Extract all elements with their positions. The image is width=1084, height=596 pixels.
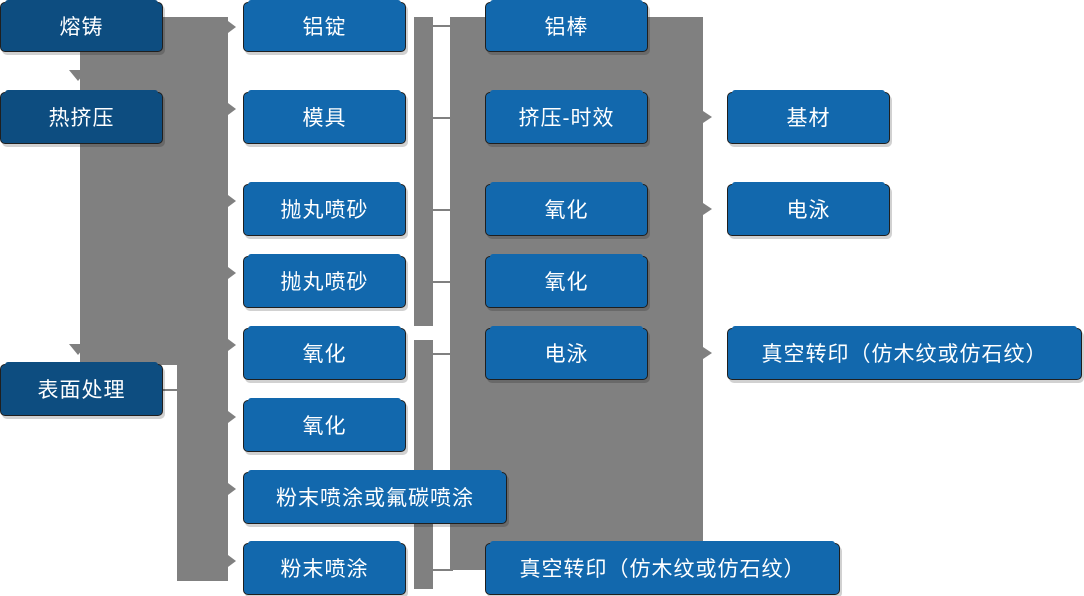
operation-label-6: 真空转印（仿木纹或仿石纹） [519, 557, 806, 581]
box-cap [732, 182, 885, 186]
connector-arrow-to-col4-1 [703, 111, 712, 123]
connector-arrow-to-col4-3 [703, 347, 712, 359]
operation-box-1[interactable]: 铝棒 [485, 0, 648, 52]
connector-arrow-to-col4-2 [703, 203, 712, 215]
connector-left-bus-upper [80, 17, 228, 365]
input-box-6[interactable]: 氧化 [243, 398, 406, 452]
connector-arrow-to-col2-6 [224, 408, 236, 426]
connector-stage3-stub [163, 389, 185, 391]
box-cap [248, 90, 401, 94]
box-cap [248, 398, 401, 402]
input-label-4: 抛丸喷砂 [280, 270, 369, 294]
connector-arrow-to-col2-7 [224, 480, 236, 498]
connector-mid-tick-5 [431, 353, 453, 355]
input-box-4[interactable]: 抛丸喷砂 [243, 254, 406, 308]
operation-label-2: 挤压-时效 [518, 106, 615, 130]
output-label-3: 真空转印（仿木纹或仿石纹） [761, 342, 1048, 366]
connector-mid-tick-6 [431, 569, 453, 571]
input-box-5[interactable]: 氧化 [243, 326, 406, 380]
operation-box-4[interactable]: 氧化 [485, 254, 648, 308]
box-cap [248, 182, 401, 186]
stage-box-1[interactable]: 熔铸 [0, 0, 163, 52]
stage-box-2[interactable]: 热挤压 [0, 90, 163, 144]
operation-box-2[interactable]: 挤压-时效 [485, 90, 648, 144]
connector-left-bus-lower [177, 365, 228, 581]
output-box-2[interactable]: 电泳 [727, 182, 890, 236]
connector-arrow-to-col2-4 [224, 264, 236, 282]
box-cap [732, 90, 885, 94]
stage-box-3[interactable]: 表面处理 [0, 362, 163, 416]
connector-mid-tick-3 [431, 209, 453, 211]
output-label-1: 基材 [786, 106, 831, 130]
input-label-6: 氧化 [302, 414, 347, 438]
input-label-1: 铝锭 [302, 15, 347, 39]
connector-arrow-to-col2-5 [224, 336, 236, 354]
input-box-7[interactable]: 粉末喷涂或氟碳喷涂 [243, 470, 507, 524]
operation-label-4: 氧化 [544, 270, 589, 294]
operation-label-5: 电泳 [544, 342, 589, 366]
input-box-8[interactable]: 粉末喷涂 [243, 541, 406, 595]
operation-box-3[interactable]: 氧化 [485, 182, 648, 236]
connector-mid-tick-4 [431, 281, 453, 283]
input-label-2: 模具 [302, 106, 347, 130]
connector-arrow-to-col2-2 [224, 100, 236, 118]
box-cap [248, 254, 401, 258]
connector-arrow-to-col2-3 [224, 192, 236, 210]
operation-box-6[interactable]: 真空转印（仿木纹或仿石纹） [485, 541, 840, 595]
input-label-8: 粉末喷涂 [280, 557, 369, 581]
box-cap [248, 541, 401, 545]
connector-mid-rail-lower [414, 340, 433, 589]
box-cap [732, 326, 1077, 330]
box-cap [248, 326, 401, 330]
input-box-3[interactable]: 抛丸喷砂 [243, 182, 406, 236]
operation-label-1: 铝棒 [544, 15, 589, 39]
output-box-1[interactable]: 基材 [727, 90, 890, 144]
input-label-5: 氧化 [302, 342, 347, 366]
input-box-2[interactable]: 模具 [243, 90, 406, 144]
box-cap [248, 0, 401, 4]
input-box-1[interactable]: 铝锭 [243, 0, 406, 52]
stage-label-2: 热挤压 [48, 106, 115, 130]
connector-arrow-stage1-stage2 [69, 70, 87, 81]
connector-arrow-stage2-stage3 [69, 344, 87, 355]
operation-label-3: 氧化 [544, 198, 589, 222]
connector-mid-rail-upper [414, 17, 433, 326]
stage-label-1: 熔铸 [59, 15, 104, 39]
box-cap [490, 0, 643, 4]
output-box-3[interactable]: 真空转印（仿木纹或仿石纹） [727, 326, 1082, 380]
connector-arrow-to-col2-1 [224, 18, 236, 36]
input-label-7: 粉末喷涂或氟碳喷涂 [276, 486, 474, 510]
connector-mid-tick-2 [431, 117, 453, 119]
input-label-3: 抛丸喷砂 [280, 198, 369, 222]
connector-arrow-to-col2-8 [224, 552, 236, 570]
box-cap [5, 0, 158, 4]
output-label-2: 电泳 [786, 198, 831, 222]
stage-label-3: 表面处理 [37, 378, 126, 402]
connector-mid-tick-1 [431, 25, 453, 27]
operation-box-5[interactable]: 电泳 [485, 326, 648, 380]
